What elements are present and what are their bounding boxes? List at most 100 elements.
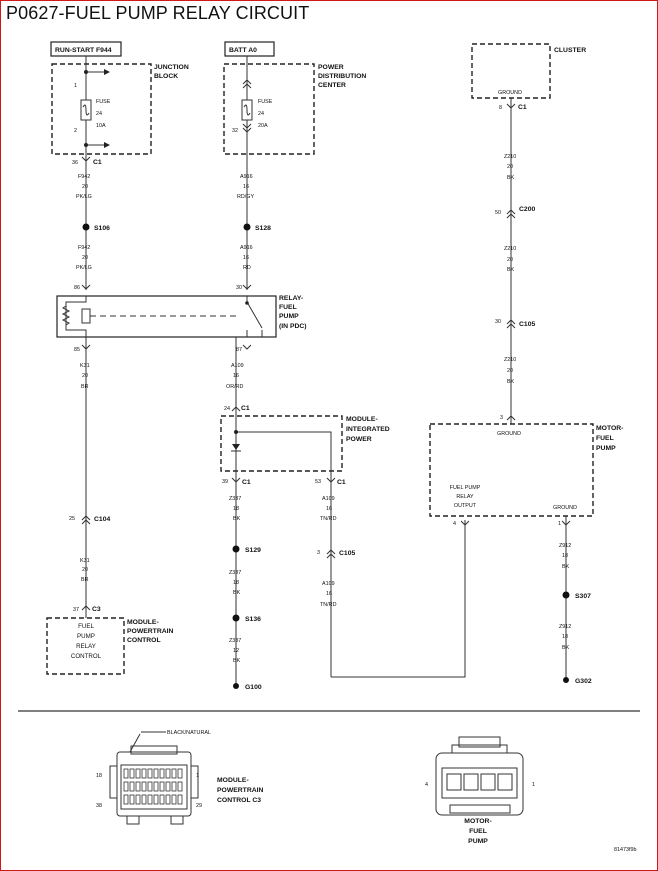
motor-pin-l: 4	[425, 782, 428, 788]
splice-s307-label: S307	[575, 593, 591, 600]
pcm-pin-cavity	[141, 794, 147, 805]
pcm-label-2: POWERTRAIN	[127, 628, 174, 635]
motor-view-label-2: FUEL	[469, 828, 487, 835]
wire-f942-b-circuit: F942	[78, 245, 90, 251]
motor-label-2: FUEL	[596, 435, 614, 442]
c200-label: C200	[519, 206, 535, 213]
wire-z912-a-circuit: Z912	[559, 543, 571, 549]
pdc-label-1: POWER	[318, 64, 344, 71]
relay-label-1: RELAY-	[279, 295, 303, 302]
pcm-pin-cavity	[153, 781, 159, 792]
batt-source-box	[224, 41, 275, 57]
wire-a916-b-color: RD	[243, 265, 251, 271]
wire-f942-a-gauge: 20	[82, 184, 88, 190]
relay-switch	[246, 301, 263, 329]
wire-a109-a-gauge: 16	[233, 373, 239, 379]
mip-label-3: POWER	[346, 436, 372, 443]
cluster-c1: C1	[518, 104, 527, 111]
relay-pin-87: 87	[236, 347, 242, 353]
mip-top-pin: 24	[224, 406, 230, 412]
pcm-pin-cavity	[165, 794, 171, 805]
motor-view-label-1: MOTOR-	[464, 818, 491, 825]
relay-label-3: PUMP	[279, 313, 299, 320]
wire-a109-b-color: TN/RD	[320, 516, 337, 522]
wire-z210-c-color: BK	[507, 379, 515, 385]
fuse2-label: FUSE	[258, 99, 273, 105]
fuse2-amp: 20A	[258, 123, 268, 129]
pcm-pin-cavity	[177, 768, 183, 779]
cluster-ground: GROUND	[498, 90, 522, 96]
wire-z387-c-circuit: Z387	[229, 638, 241, 644]
relay-label-4: (IN PDC)	[279, 323, 307, 330]
wire-a916-b-circuit: A916	[240, 245, 253, 251]
pcm-box	[46, 617, 125, 675]
mip-top-c1: C1	[241, 405, 250, 412]
pcm-pin-cavity	[123, 794, 129, 805]
motor-connector-view: 4 1	[425, 736, 535, 816]
fuse1-num: 24	[96, 111, 102, 117]
wire-a109-a-color: OR/RD	[226, 384, 243, 390]
jb-top-pin: 1	[74, 83, 77, 89]
motor-gnd-pin: 1	[558, 521, 561, 527]
c105a-label: C105	[519, 321, 535, 328]
ground-g302-label: G302	[575, 678, 592, 685]
mip-right-c1: C1	[337, 479, 346, 486]
c3-pin: 37	[73, 607, 79, 613]
jb-c1-connector: C1	[93, 159, 102, 166]
page-title: P0627-FUEL PUMP RELAY CIRCUIT	[6, 3, 310, 23]
wire-k31-b-gauge: 20	[82, 567, 88, 573]
wire-z387-b-color: BK	[233, 590, 241, 596]
junction-block-box	[51, 63, 152, 155]
mip-label-1: MODULE-	[346, 416, 378, 423]
pcm-pin-cavity	[171, 794, 177, 805]
wire-a109-a-circuit: A109	[231, 363, 244, 369]
pcm-pin-cavity	[159, 781, 165, 792]
pcm-pin-tl: 18	[96, 773, 102, 779]
motor-top-pin: 3	[500, 415, 503, 421]
wire-a916-a-circuit: A916	[240, 174, 253, 180]
c104-pin: 25	[69, 516, 75, 522]
splice-s106-label: S106	[94, 225, 110, 232]
wire-z210-c-gauge: 20	[507, 368, 513, 374]
pcm-pin-cavity	[159, 794, 165, 805]
motor-label-1: MOTOR-	[596, 425, 623, 432]
run-start-source-label: RUN-START F944	[55, 47, 112, 54]
pcm-box-line-4: CONTROL	[71, 653, 102, 660]
c104-label: C104	[94, 516, 110, 523]
pcm-pin-br: 29	[196, 803, 202, 809]
jb-c1-pin: 36	[72, 160, 78, 166]
mip-diode	[232, 444, 240, 450]
junction-block-label-1: JUNCTION	[154, 64, 189, 71]
motor-label-3: PUMP	[596, 445, 616, 452]
pcm-pin-cavity	[153, 794, 159, 805]
pcm-c3-connector-view: BLACK/NATURAL 18 1 38 29	[96, 730, 211, 825]
wire-z387-b-gauge: 18	[233, 580, 239, 586]
wire-z387-c-color: BK	[233, 658, 241, 664]
mip-right-pin: 53	[315, 479, 321, 485]
wire-z210-a-color: BK	[507, 175, 515, 181]
pcm-view-label-2: POWERTRAIN	[217, 787, 264, 794]
ground-g100	[233, 683, 239, 689]
motor-output-2: RELAY	[456, 494, 474, 500]
splice-s129	[232, 545, 240, 553]
pdc-label-3: CENTER	[318, 82, 346, 89]
cluster-c1-pin: 8	[499, 105, 502, 111]
splice-s136	[232, 614, 240, 622]
wire-z912-b-gauge: 18	[562, 634, 568, 640]
pcm-pin-cavity	[129, 794, 135, 805]
c105a-pin: 30	[495, 319, 501, 325]
fuse2-num: 24	[258, 111, 264, 117]
relay-label-2: FUEL	[279, 304, 297, 311]
wire-z210-b-color: BK	[507, 267, 515, 273]
wire-z210-c-circuit: Z210	[504, 357, 516, 363]
figure-code: 81473f9b	[614, 847, 636, 853]
motor-ground-bottom: GROUND	[553, 505, 577, 511]
motor-output-1: FUEL PUMP	[450, 485, 481, 491]
wire-k31-b-circuit: K31	[80, 558, 90, 564]
pcm-pin-cavity	[141, 768, 147, 779]
pcm-pin-cavity	[135, 794, 141, 805]
fuse1-amp: 10A	[96, 123, 106, 129]
wire-a916-b-gauge: 16	[243, 255, 249, 261]
wire-z912-b-color: BK	[562, 645, 570, 651]
junction-block-label-2: BLOCK	[154, 73, 178, 80]
